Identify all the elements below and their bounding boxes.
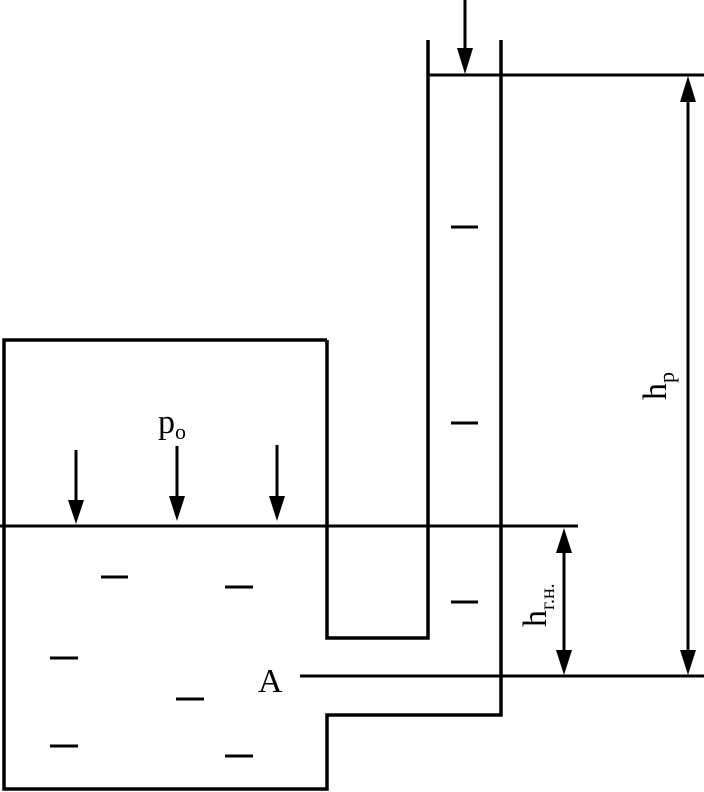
surface-pressure-subscript: o <box>175 419 186 444</box>
piezometric-height-label: hp <box>637 372 679 400</box>
piezometer-inner-wall <box>325 40 430 640</box>
arrow-up-icon <box>556 528 572 553</box>
liquid-marks <box>50 225 478 758</box>
tank <box>2 40 503 791</box>
surface-pressure-label: po <box>158 404 186 444</box>
dimension-hp <box>680 76 696 675</box>
depth-height-label: hг.н. <box>517 583 559 627</box>
arrow-down-icon <box>556 650 572 675</box>
depth-height-subscript: г.н. <box>537 583 559 610</box>
arrow-up-icon <box>680 76 696 102</box>
arrow-down-icon <box>680 650 696 675</box>
piezometric-height-subscript: p <box>654 372 679 383</box>
arrow-down-icon <box>269 496 285 521</box>
tank-wall <box>2 40 503 791</box>
surface-pressure-arrows <box>68 445 285 524</box>
dimension-hgn <box>556 528 572 675</box>
arrow-down-icon <box>457 48 473 74</box>
piezometer-pressure-arrow <box>457 0 473 74</box>
arrow-down-icon <box>169 496 185 521</box>
point-a-label: A <box>258 663 283 700</box>
arrow-down-icon <box>68 500 84 524</box>
